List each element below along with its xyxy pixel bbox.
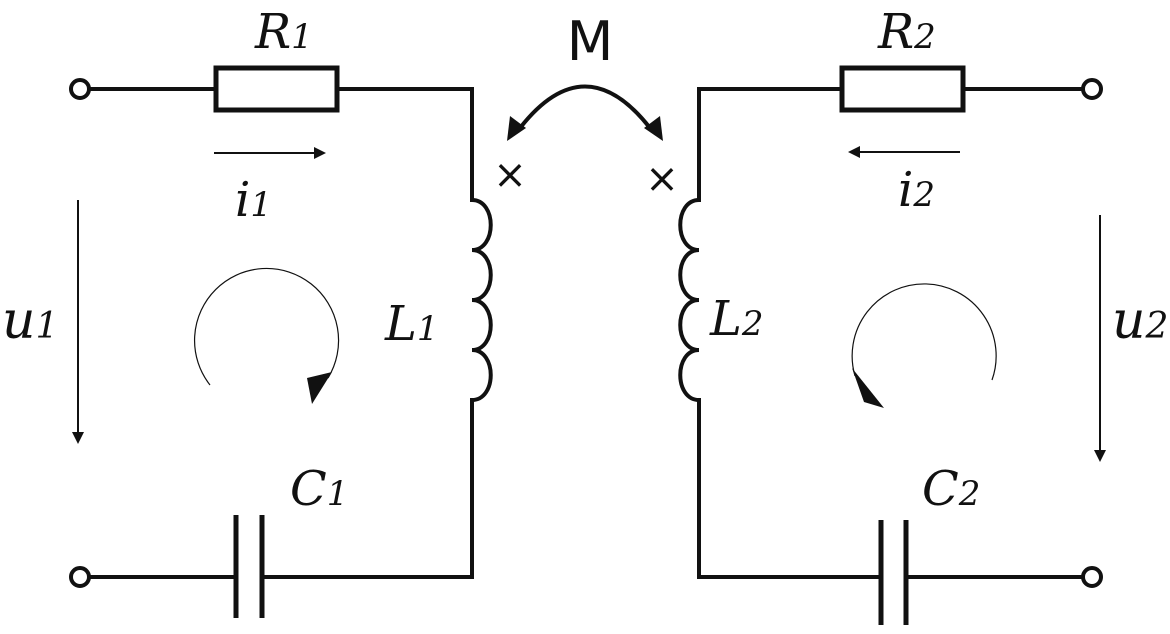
label-i2: i2 — [898, 162, 935, 218]
inductor-l2 — [678, 197, 702, 403]
label-c1: C1 — [290, 461, 348, 517]
wire-top-right-b — [697, 87, 844, 202]
label-i1: i1 — [235, 172, 272, 228]
terminal-bottom-right — [1081, 566, 1103, 588]
labels: R1 R2 i1 i2 u1 u2 L1 L2 C1 C2 — [2, 4, 1168, 517]
loop-current-arrow-2 — [851, 283, 997, 381]
dot-marker-l1: × — [493, 152, 527, 198]
primary-circuit: × — [69, 65, 527, 618]
mutual-arrowhead-left — [507, 116, 526, 141]
secondary-circuit: × — [645, 65, 1106, 625]
label-c2: C2 — [922, 461, 980, 517]
wire-left-right — [697, 398, 880, 579]
wire-right-left — [263, 398, 474, 579]
inductor-l1 — [469, 197, 493, 403]
wire-top-left-b — [335, 87, 474, 202]
label-l2: L2 — [709, 291, 764, 347]
mutual-arc — [518, 84, 652, 130]
resistor-r2 — [839, 65, 966, 113]
mutual-inductance: M — [507, 10, 663, 141]
terminal-top-left — [69, 78, 91, 100]
loop-arrowhead-1 — [307, 372, 332, 404]
loop-arrowhead-2 — [852, 368, 884, 408]
dot-marker-l2: × — [645, 156, 679, 202]
terminal-top-right — [1081, 78, 1103, 100]
terminal-bottom-left — [69, 566, 91, 588]
label-l1: L1 — [384, 296, 439, 352]
resistor-r1 — [213, 65, 340, 113]
label-u1: u1 — [2, 291, 58, 351]
loop-current-arrow-1 — [193, 267, 340, 386]
label-r1: R1 — [254, 4, 313, 60]
label-u2: u2 — [1112, 291, 1168, 351]
label-m: M — [567, 10, 614, 73]
mutual-arrowhead-right — [644, 116, 663, 141]
label-r2: R2 — [877, 4, 936, 60]
